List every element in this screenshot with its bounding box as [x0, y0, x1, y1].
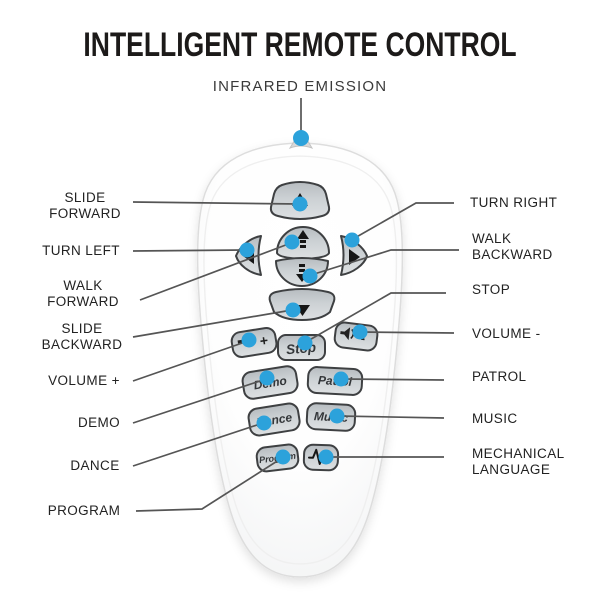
speaker-icon	[340, 327, 351, 341]
callout-line-volume-plus	[132, 340, 249, 382]
label-slide-backward: SLIDE BACKWARD	[41, 321, 123, 352]
marker-dot-mechanical	[318, 449, 334, 465]
marker-dot-walk-backward	[302, 268, 318, 284]
arrow-up-icon	[297, 230, 309, 248]
marker-dot-demo	[259, 370, 275, 386]
marker-dot-volume-minus	[352, 324, 368, 340]
callout-line-dance	[132, 422, 264, 467]
button-slide-backward[interactable]	[268, 288, 336, 321]
callout-line-stop	[305, 292, 446, 343]
marker-dot-music	[329, 408, 345, 424]
marker-dot-slide-forward	[292, 196, 308, 212]
callout-line-turn-left	[132, 249, 246, 252]
marker-dot-patrol	[333, 371, 349, 387]
callout-line-walk-backward	[310, 249, 459, 276]
callout-line-slide-backward	[132, 309, 293, 338]
label-volume-plus: VOLUME +	[48, 373, 120, 389]
callout-line-music	[337, 415, 445, 419]
callout-line-slide-forward	[132, 201, 299, 205]
volume-plus-sign: +	[259, 332, 270, 349]
marker-dot-walk-forward	[284, 234, 300, 250]
label-demo: DEMO	[77, 415, 121, 431]
label-stop: STOP	[472, 282, 511, 298]
remote-body-inner-contour	[203, 155, 398, 565]
label-dance: DANCE	[70, 458, 120, 474]
callout-line-walk-forward	[139, 242, 292, 301]
label-turn-right: TURN RIGHT	[470, 195, 558, 211]
marker-dot-stop	[297, 335, 313, 351]
marker-dot-volume-plus	[241, 332, 257, 348]
label-program: PROGRAM	[47, 503, 121, 519]
marker-dot-dance	[256, 415, 272, 431]
callout-line-demo	[132, 378, 267, 424]
marker-dot-turn-right	[344, 232, 360, 248]
callout-line-volume-minus	[360, 331, 455, 334]
label-walk-forward: WALK FORWARD	[47, 278, 119, 309]
triangle-right-icon	[349, 249, 360, 265]
callout-line-patrol	[341, 378, 445, 381]
label-music: MUSIC	[472, 411, 518, 427]
label-walk-backward: WALK BACKWARD	[472, 231, 553, 262]
infrared-emission-label: INFRARED EMISSION	[212, 78, 388, 95]
marker-dot-turn-left	[239, 242, 255, 258]
marker-dot-program	[275, 449, 291, 465]
label-mechanical-language: MECHANICAL LANGUAGE	[472, 446, 565, 477]
marker-dot-infrared	[293, 130, 309, 146]
label-turn-left: TURN LEFT	[42, 243, 120, 259]
label-volume-minus: VOLUME -	[472, 326, 541, 342]
page-title: INTELLIGENT REMOTE CONTROL	[83, 26, 517, 64]
marker-dot-slide-backward	[285, 302, 301, 318]
label-slide-forward: SLIDE FORWARD	[49, 190, 121, 221]
callout-line-turn-right	[352, 202, 454, 240]
label-patrol: PATROL	[472, 369, 527, 385]
callout-line-program	[135, 457, 283, 512]
